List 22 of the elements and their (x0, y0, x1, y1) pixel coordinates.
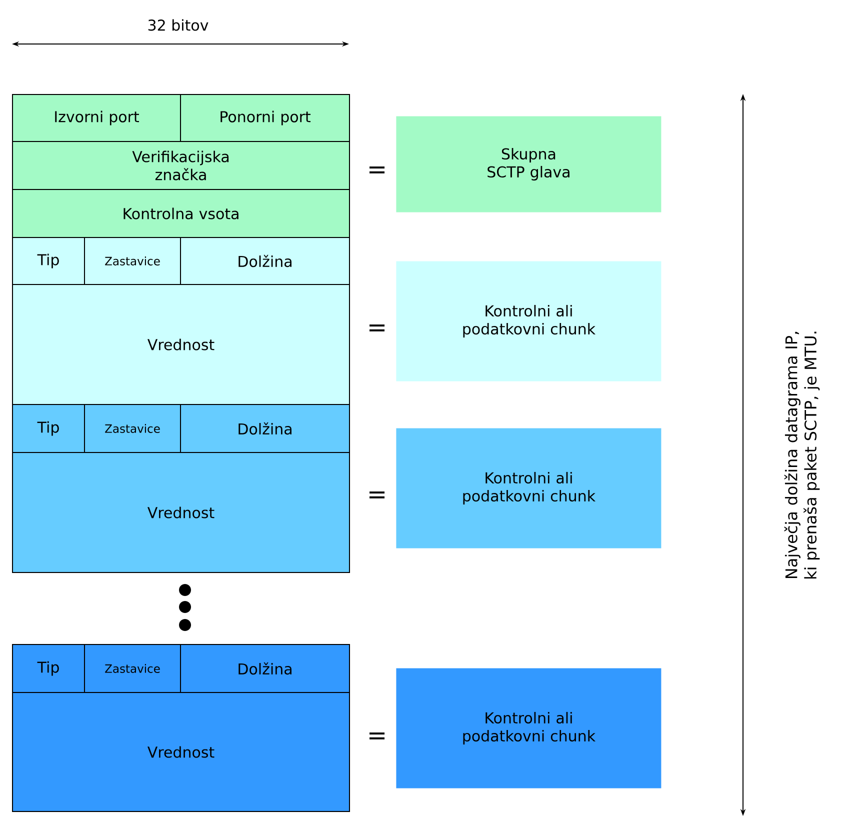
table-cell: Kontrolna vsota (12, 189, 350, 238)
table-cell: Tip (12, 237, 85, 285)
label-box: Skupna SCTP glava (396, 116, 662, 212)
equals-sign: = (370, 166, 385, 174)
table-cell: Zastavice (84, 404, 181, 453)
table-cell: Ponorni port (180, 94, 350, 142)
table-cell: Dolžina (180, 404, 350, 453)
dimension-label: 32 bitov (148, 19, 208, 31)
label-box: Kontrolni ali podatkovni chunk (396, 428, 662, 548)
table-cell: Dolžina (180, 644, 350, 693)
table-cell: Zastavice (84, 644, 181, 693)
equals-sign: = (370, 492, 385, 498)
label-box: Kontrolni ali podatkovni chunk (396, 261, 662, 382)
table-cell: Zastavice (84, 237, 181, 285)
equals-sign: = (370, 324, 385, 332)
dimension-label: Največja dolžina datagrama IP, ki prenaša paket SCTP, je MTU. (784, 332, 820, 579)
table-cell: Tip (12, 404, 85, 453)
label-box: Kontrolni ali podatkovni chunk (396, 668, 662, 788)
table-cell: Izvorni port (12, 94, 181, 142)
table-cell: Tip (12, 644, 85, 693)
equals-sign: = (370, 732, 385, 740)
table-cell: Dolžina (180, 237, 350, 285)
